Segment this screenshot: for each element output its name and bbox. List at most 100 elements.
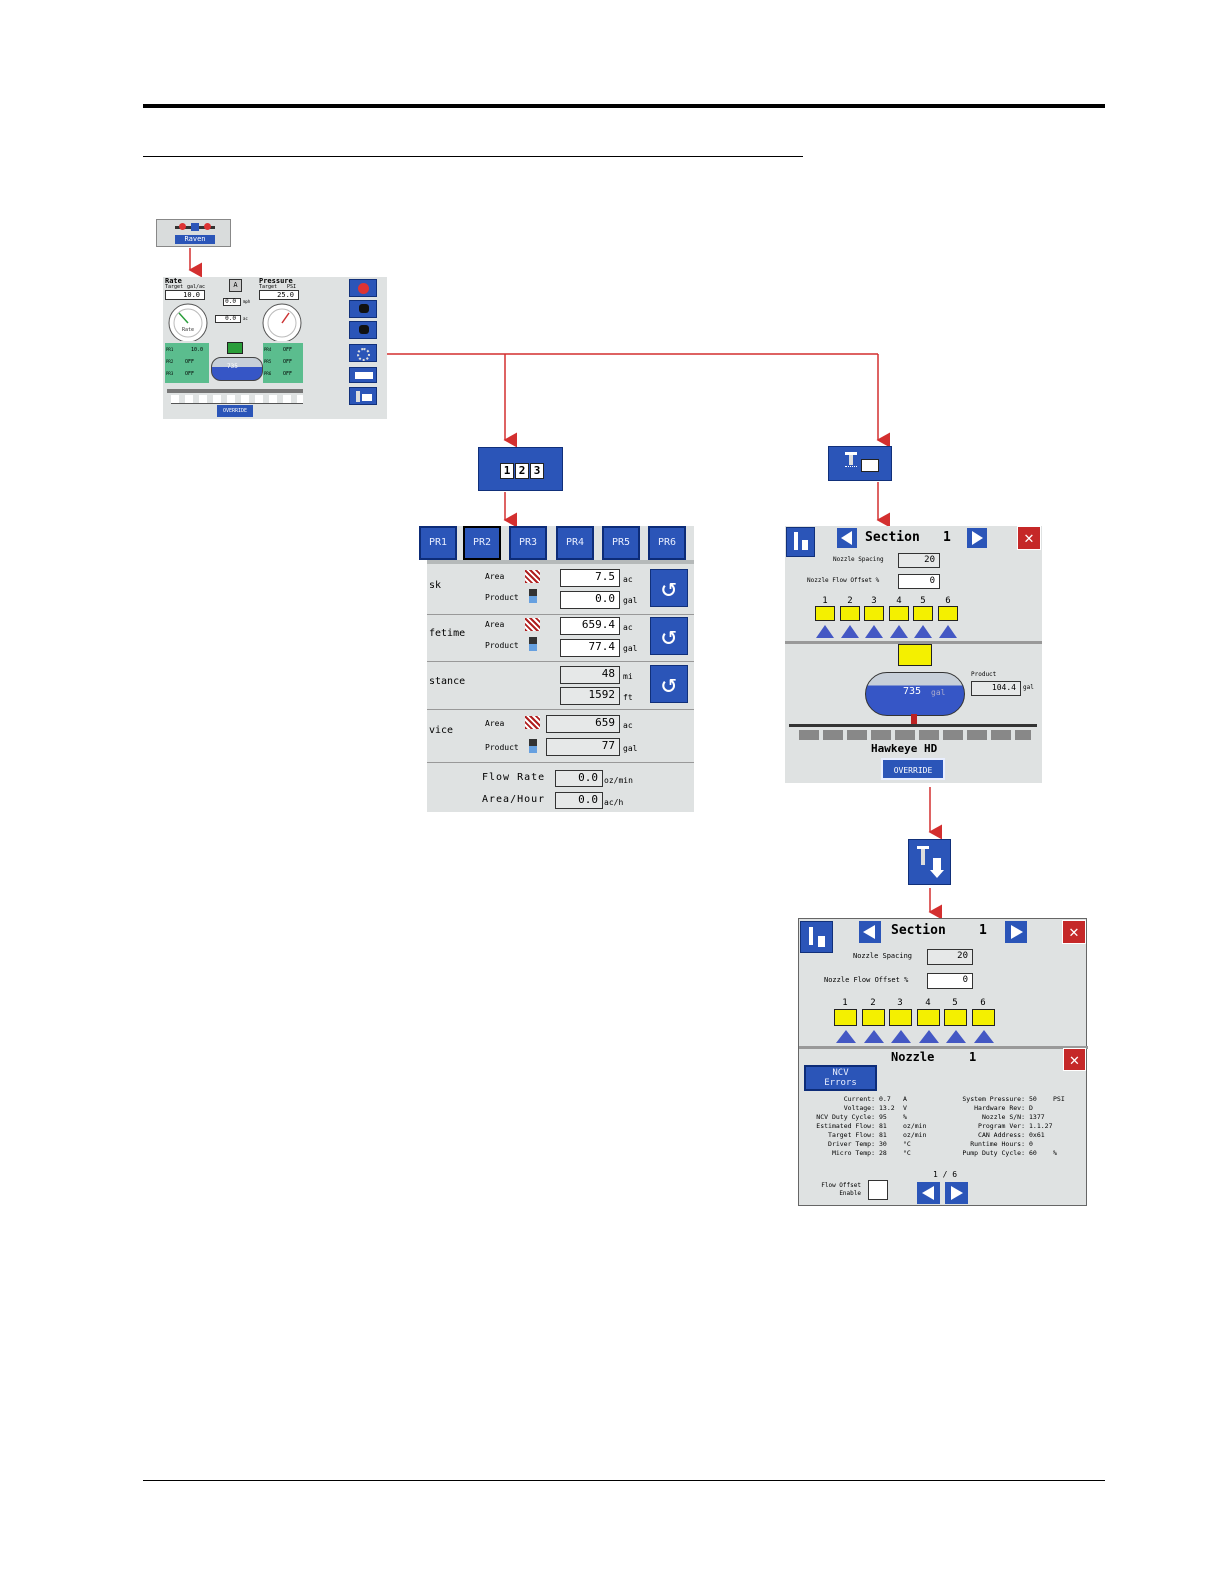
nozzle-2-toggle[interactable] <box>840 606 860 621</box>
nozzle-view-button[interactable] <box>786 527 815 557</box>
service-area-unit: ac <box>623 721 633 730</box>
nozzle-4-toggle[interactable] <box>889 606 909 621</box>
stat-unit: % <box>1053 1149 1057 1157</box>
stat-value: 1.1.27 <box>1029 1122 1053 1130</box>
nozzle-5-toggle[interactable] <box>913 606 933 621</box>
pump-icon[interactable] <box>349 300 377 318</box>
close-nozzle-icon[interactable]: ✕ <box>1063 1048 1086 1071</box>
lifetime-label: fetime <box>429 628 466 639</box>
nozzle-2-toggle[interactable] <box>862 1009 885 1026</box>
close-icon[interactable]: ✕ <box>1062 920 1086 944</box>
task-product-field[interactable]: 0.0 <box>560 591 620 609</box>
product-field: 104.4 <box>971 681 1021 696</box>
pump-2-icon[interactable] <box>349 321 377 339</box>
section-diagnostics-button[interactable] <box>828 446 892 481</box>
stat-row: Pump Duty Cycle:60% <box>939 1149 1087 1158</box>
nozzle-title: Nozzle <box>891 1050 935 1064</box>
nozzle-flow-offset-field[interactable]: 0 <box>927 973 973 989</box>
product-label: Product <box>971 671 997 678</box>
nozzle-view-button[interactable] <box>800 921 833 953</box>
pressure-unit: PSI <box>287 284 297 290</box>
lifetime-area-field[interactable]: 659.4 <box>560 617 620 635</box>
stat-value: 60 <box>1029 1149 1037 1157</box>
nozzle-spray-icon <box>864 1030 884 1043</box>
tab-pr1[interactable]: PR1 <box>419 526 457 560</box>
nozzle-diagnostics-icon[interactable] <box>349 387 377 405</box>
prev-section-button[interactable] <box>859 921 881 943</box>
auto-icon[interactable]: A <box>229 279 242 292</box>
tab-pr3[interactable]: PR3 <box>509 526 547 560</box>
product-nozzle-icon <box>529 739 537 753</box>
service-product-label: Product <box>485 743 519 752</box>
reset-distance-button[interactable]: ↺ <box>650 665 688 703</box>
product-nozzle-icon <box>529 589 537 603</box>
tank-master-indicator[interactable] <box>227 342 243 354</box>
stat-unit: A <box>903 1095 907 1103</box>
tab-pr5[interactable]: PR5 <box>602 526 640 560</box>
nozzle-spray-icon <box>865 625 883 638</box>
pr1-label: PR1 <box>166 347 174 352</box>
override-button[interactable]: OVERRIDE <box>881 758 945 780</box>
nozzle-spray-icon <box>974 1030 994 1043</box>
pressure-target-field[interactable]: 25.0 <box>259 290 299 300</box>
nozzle-number: 5 <box>952 998 958 1008</box>
lifetime-area-label: Area <box>485 620 505 629</box>
stat-label: System Pressure: <box>962 1095 1025 1103</box>
nozzle-number: 1 <box>842 998 848 1008</box>
task-product-unit: gal <box>623 596 638 605</box>
prev-nozzle-button[interactable] <box>917 1182 940 1204</box>
totals-button[interactable]: 1 2 3 <box>478 447 563 491</box>
lifetime-product-field[interactable]: 77.4 <box>560 639 620 657</box>
stat-label: Nozzle S/N: <box>981 1113 1025 1121</box>
service-area-label: Area <box>485 719 505 728</box>
flow-offset-checkbox[interactable] <box>868 1180 888 1200</box>
area-hatch-icon <box>525 716 540 729</box>
section-number: 1 <box>943 530 951 545</box>
home-override-button[interactable]: OVERRIDE <box>217 405 253 417</box>
reset-lifetime-button[interactable]: ↺ <box>650 617 688 655</box>
raven-launcher-button[interactable]: Raven <box>156 219 231 247</box>
next-nozzle-button[interactable] <box>945 1182 968 1204</box>
master-section-indicator[interactable] <box>898 644 932 666</box>
nozzle-spray-icon <box>946 1030 966 1043</box>
prev-section-button[interactable] <box>837 528 857 548</box>
counters-123-icon[interactable] <box>349 367 377 383</box>
nozzle-flow-offset-field[interactable]: 0 <box>898 574 940 589</box>
stat-value: 13.2 <box>879 1104 895 1112</box>
tab-pr6[interactable]: PR6 <box>648 526 686 560</box>
nozzle-3-toggle[interactable] <box>889 1009 912 1026</box>
nozzle-4-toggle[interactable] <box>917 1009 940 1026</box>
nozzle-number: 3 <box>871 596 877 606</box>
settings-gears-icon[interactable] <box>349 344 377 362</box>
divider <box>427 614 694 615</box>
ncv-errors-button[interactable]: NCV Errors <box>804 1065 877 1091</box>
next-section-button[interactable] <box>967 528 987 548</box>
stat-label: Target Flow: <box>828 1131 875 1139</box>
tab-pr4[interactable]: PR4 <box>556 526 594 560</box>
tab-pr2[interactable]: PR2 <box>463 526 501 560</box>
nozzle-3-toggle[interactable] <box>864 606 884 621</box>
next-section-button[interactable] <box>1005 921 1027 943</box>
nozzle-screen: Section 1 ✕ Nozzle Spacing 20 Nozzle Flo… <box>798 918 1088 1206</box>
area-unit: ac <box>243 316 248 321</box>
nozzle-6-toggle[interactable] <box>938 606 958 621</box>
nozzle-detail-button[interactable] <box>908 839 951 885</box>
task-area-field[interactable]: 7.5 <box>560 569 620 587</box>
distance-ft-field: 1592 <box>560 687 620 705</box>
reset-task-button[interactable]: ↺ <box>650 569 688 607</box>
nozzle-1-toggle[interactable] <box>834 1009 857 1026</box>
alarm-cancel-icon[interactable] <box>349 279 377 297</box>
stat-label: NCV Duty Cycle: <box>816 1113 875 1121</box>
nozzle-5-toggle[interactable] <box>944 1009 967 1026</box>
stat-unit: V <box>903 1104 907 1112</box>
rate-target-field[interactable]: 10.0 <box>165 290 205 300</box>
section-number: 1 <box>979 923 987 938</box>
nozzle-1-toggle[interactable] <box>815 606 835 621</box>
stat-value: 28 <box>879 1149 887 1157</box>
page-indicator: 1 / 6 <box>933 1170 958 1179</box>
close-icon[interactable]: ✕ <box>1017 526 1041 550</box>
nozzle-6-toggle[interactable] <box>972 1009 995 1026</box>
pr5-label: PR5 <box>264 359 272 364</box>
